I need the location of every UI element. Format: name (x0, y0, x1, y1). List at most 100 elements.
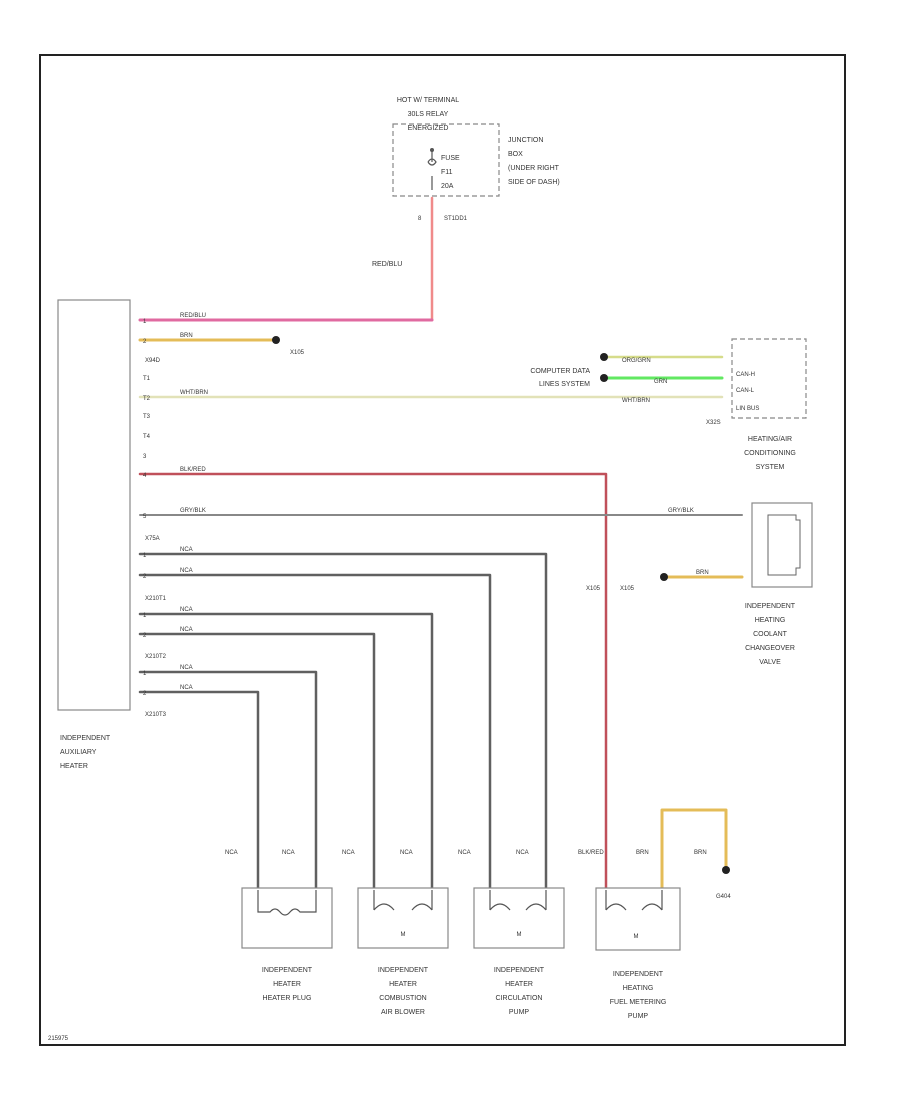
fuel-pump-box (595, 887, 681, 951)
heater-plug-wire-2: NCA (282, 850, 295, 856)
fuel-pump-name-2: HEATING (623, 985, 654, 992)
heater-wire-nca-2: NCA (180, 568, 193, 574)
valve-name-line-4: CHANGEOVER (745, 645, 795, 652)
junction-label-line-4: SIDE OF DASH) (508, 179, 560, 186)
heater-pin-t3: T3 (143, 414, 151, 420)
valve-wire-gnd: BRN (696, 570, 709, 576)
heater-pin-5: 5 (143, 514, 147, 520)
air-blower-box (357, 887, 449, 949)
fuel-pump-name-3: FUEL METERING (610, 999, 667, 1006)
can-label-line-2: LINES SYSTEM (539, 381, 590, 388)
air-blower-name-4: AIR BLOWER (381, 1009, 425, 1016)
heater-wire-nca-4: NCA (180, 627, 193, 633)
heater-wire-wht-brn: WHT/BRN (180, 390, 208, 396)
hvac-pin-can-h: CAN-H (736, 372, 755, 378)
heater-wire-red-blu: RED/BLU (180, 313, 206, 319)
fuel-pump-name-1: INDEPENDENT (613, 971, 664, 978)
fuse-label-line-2: F11 (441, 169, 453, 176)
heater-plug-name-3: HEATER PLUG (263, 995, 312, 1002)
circ-pump-wire-1: NCA (458, 850, 471, 856)
heater-pin-t1-2: 2 (143, 633, 147, 639)
heater-wire-brn: BRN (180, 333, 193, 339)
coolant-valve: GRY/BLK BRN X105 INDEPENDENT HEATING COO… (620, 502, 813, 666)
circ-pump-motor-leads (489, 890, 547, 911)
terminal-dots (272, 336, 730, 874)
heater-connector-x210t2: X210T2 (145, 654, 167, 660)
junction-label-line-1: JUNCTION (508, 137, 543, 144)
junction-label-line-3: (UNDER RIGHT (508, 165, 560, 172)
wire-blk-red (138, 472, 608, 890)
heater-plug-name-1: INDEPENDENT (262, 967, 313, 974)
ground-x105-heater-dot (272, 336, 280, 344)
heater-connector-x94d: X94D (145, 358, 161, 364)
valve-name-line-3: COOLANT (753, 631, 788, 638)
heater-pin-t2: T2 (143, 396, 151, 402)
valve-connector-symbol (767, 514, 801, 576)
wire-nca-heater-plug-1 (138, 690, 260, 890)
circ-pump-box (473, 887, 565, 949)
circ-pump-name-1: INDEPENDENT (494, 967, 545, 974)
component-heater-plug: NCA NCA INDEPENDENT HEATER HEATER PLUG (225, 850, 333, 1002)
heater-name-line-2: AUXILIARY (60, 749, 97, 756)
heater-wire-nca-1: NCA (180, 547, 193, 553)
fuel-pump-wire-brn-1: BRN (636, 850, 649, 856)
heater-name-line-1: INDEPENDENT (60, 735, 111, 742)
heater-pin-3: 3 (143, 454, 147, 460)
hvac-wire-org-grn: ORG/GRN (622, 358, 651, 364)
heater-pin-4: 4 (143, 473, 147, 479)
air-blower-name-2: HEATER (389, 981, 417, 988)
hvac-pin-lin-bus: LIN BUS (736, 406, 759, 412)
hvac-name-line-2: CONDITIONING (744, 450, 796, 457)
heater-plug-box (241, 887, 333, 949)
fuel-pump-wire-blk-red-1: BLK/RED (578, 850, 604, 856)
wires (138, 196, 744, 890)
heater-pin-t1-1: 1 (143, 613, 147, 619)
fuse-top-terminal (430, 148, 434, 152)
junction-box (392, 123, 500, 197)
fuel-pump-motor-leads (605, 890, 663, 911)
heater-name-line-3: HEATER (60, 763, 88, 770)
ground-g404-dot (722, 866, 730, 874)
diagram-id: 215975 (48, 1036, 69, 1042)
blk-red-riser-ground: X105 (586, 586, 601, 592)
hvac-wire-wht-brn: WHT/BRN (622, 398, 650, 404)
heater-pin-t4: T4 (143, 434, 151, 440)
fuse-label-line-1: FUSE (441, 155, 460, 162)
component-circulation-pump: NCA NCA M INDEPENDENT HEATER CIRCULATION… (458, 850, 565, 1016)
heater-wire-gry-blk: GRY/BLK (180, 508, 206, 514)
valve-wire-in: GRY/BLK (668, 508, 694, 514)
valve-name-line-2: HEATING (755, 617, 786, 624)
circ-pump-wire-2: NCA (516, 850, 529, 856)
valve-name-line-1: INDEPENDENT (745, 603, 796, 610)
heater-wire-nca-5: NCA (180, 665, 193, 671)
circ-pump-name-4: PUMP (509, 1009, 530, 1016)
heater-connector-x210t3: X210T3 (145, 712, 167, 718)
heater-pin-x75-1: 1 (143, 553, 147, 559)
heater-ground-label: X105 (290, 350, 305, 356)
diagram-frame (39, 54, 846, 1046)
hvac-name-line-3: SYSTEM (756, 464, 785, 471)
can-h-dot (600, 353, 608, 361)
heater-pin-t2-2: 2 (143, 691, 147, 697)
air-blower-motor-symbol: M (401, 932, 406, 938)
air-blower-motor-leads (373, 890, 433, 911)
heater-wire-nca-6: NCA (180, 685, 193, 691)
power-wire-label: RED/BLU (372, 261, 402, 268)
junction-label-line-2: BOX (508, 151, 523, 158)
heater-plug-wire-1: NCA (225, 850, 238, 856)
heater-plug-element (257, 890, 317, 916)
heater-wire-blk-red: BLK/RED (180, 467, 206, 473)
heater-connector-x75a: X75A (145, 536, 160, 542)
wire-nca-air-blower-1 (138, 632, 376, 890)
hvac-connector-box (731, 338, 807, 419)
ground-x105-valve-dot (660, 573, 668, 581)
component-fuel-pump: BLK/RED BRN BRN G404 M INDEPENDENT HEATI… (578, 850, 731, 1020)
auxiliary-heater-box (57, 299, 131, 711)
hvac-connector-label: X32S (706, 420, 721, 426)
valve-box (751, 502, 813, 588)
air-blower-wire-2: NCA (400, 850, 413, 856)
fuse-label-line-3: 20A (441, 183, 454, 190)
hvac-pin-can-l: CAN-L (736, 388, 755, 394)
power-label-line-3: ENERGIZED (408, 125, 449, 132)
hvac-system: CAN-H CAN-L LIN BUS COMPUTER DATA LINES … (530, 338, 807, 471)
